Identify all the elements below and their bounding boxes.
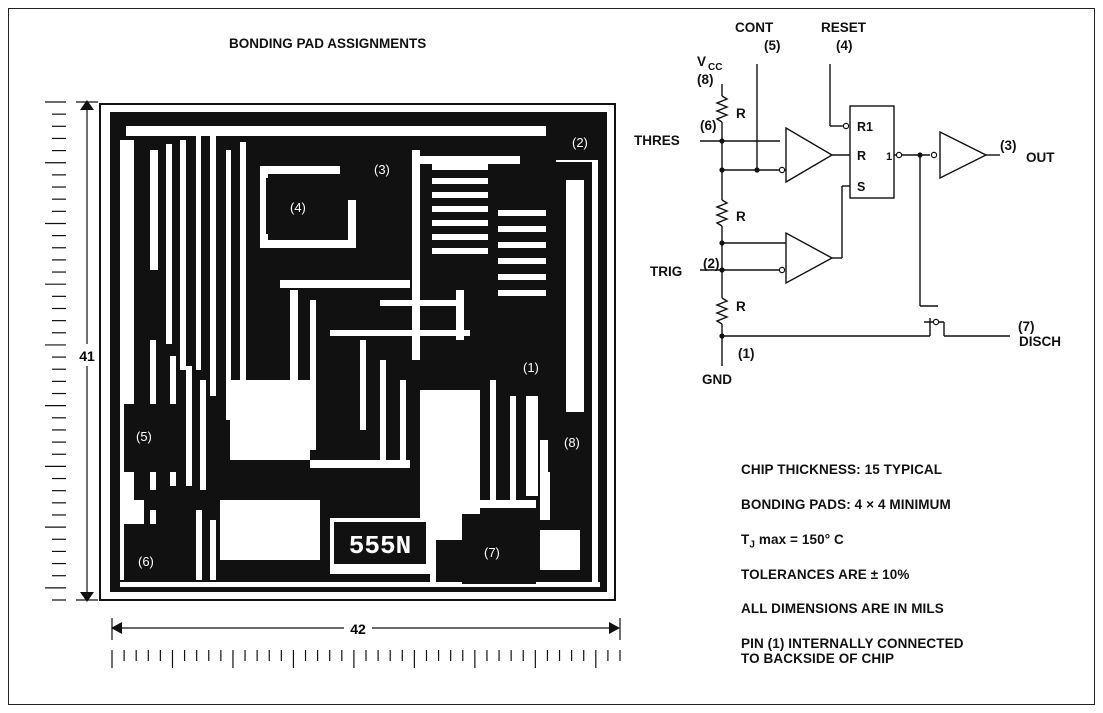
pad-3	[340, 150, 410, 198]
pad-7	[462, 514, 536, 584]
tj-subscript: J	[749, 539, 756, 551]
schematic-junctions	[719, 138, 923, 339]
diagram-title: BONDING PAD ASSIGNMENTS	[229, 36, 427, 51]
figure-frame	[8, 8, 1095, 705]
pad-8	[548, 412, 592, 472]
ff-s-label: S	[857, 180, 865, 194]
reset-pin: (4)	[836, 38, 853, 53]
cont-label: CONT	[735, 20, 774, 35]
out-pin: (3)	[1000, 138, 1017, 153]
ff-output-label: 1	[886, 151, 892, 163]
vcc-pin: (8)	[697, 72, 714, 87]
pad-label-2: (2)	[572, 135, 588, 150]
trig-pin: (2)	[703, 256, 720, 271]
pad-label-8: (8)	[564, 435, 580, 450]
pad-5	[124, 404, 182, 472]
note-thickness: CHIP THICKNESS: 15 TYPICAL	[741, 462, 943, 477]
pad-4	[266, 178, 332, 234]
comparator-1	[785, 126, 834, 184]
note-tolerances: TOLERANCES ARE ± 10%	[741, 567, 910, 582]
ff-r1-label: R1	[857, 120, 873, 134]
pad-label-6: (6)	[138, 554, 154, 569]
pad-6	[124, 524, 180, 582]
comparator-2	[785, 231, 834, 285]
tj-value: max = 150° C	[755, 532, 844, 547]
thres-pin: (6)	[700, 118, 717, 133]
pad-label-7: (7)	[484, 545, 500, 560]
horizontal-ruler-ticks	[111, 650, 621, 668]
inversion-bubbles	[778, 122, 940, 326]
vcc-label: V	[697, 54, 706, 69]
note-pin1-line2: TO BACKSIDE OF CHIP	[741, 651, 895, 666]
resistor-label-3: R	[736, 299, 746, 314]
note-dimensions: ALL DIMENSIONS ARE IN MILS	[741, 601, 944, 616]
pad-label-4: (4)	[290, 200, 306, 215]
gnd-pin: (1)	[738, 346, 755, 361]
resistor-mid	[715, 199, 729, 227]
die-channels	[120, 126, 600, 587]
pad-label-5: (5)	[136, 429, 152, 444]
pad-2	[548, 118, 600, 160]
note-tj: TJ max = 150° C	[741, 532, 844, 551]
width-dimension-label: 42	[350, 621, 366, 637]
gnd-label: GND	[702, 372, 732, 387]
svg-text:555N: 555N	[349, 531, 411, 561]
vertical-ruler-ticks	[45, 101, 66, 601]
note-bonding-pads: BONDING PADS: 4 × 4 MINIMUM	[741, 497, 951, 512]
height-dimension-label: 41	[79, 348, 95, 364]
flip-flop	[849, 105, 895, 199]
pad-label-3: (3)	[374, 162, 390, 177]
bond-pads	[124, 118, 600, 584]
thres-label: THRES	[634, 133, 680, 148]
pad-label-1: (1)	[523, 360, 539, 375]
tj-symbol: T	[741, 532, 750, 547]
disch-label: DISCH	[1019, 334, 1061, 349]
resistor-top	[715, 95, 729, 123]
out-label: OUT	[1026, 150, 1055, 165]
reset-label: RESET	[821, 20, 867, 35]
schematic	[700, 64, 1010, 366]
note-pin1-line1: PIN (1) INTERNALLY CONNECTED	[741, 636, 964, 651]
ff-r-label: R	[857, 149, 866, 163]
pad-1	[500, 338, 566, 396]
cont-pin: (5)	[764, 38, 781, 53]
vcc-subscript: CC	[708, 62, 722, 73]
trig-label: TRIG	[650, 264, 682, 279]
resistor-bottom	[715, 297, 729, 325]
resistor-label-1: R	[736, 106, 746, 121]
chip-marking: 555N	[334, 522, 426, 564]
disch-pin: (7)	[1018, 319, 1035, 334]
resistor-label-2: R	[736, 209, 746, 224]
output-buffer	[939, 130, 988, 180]
